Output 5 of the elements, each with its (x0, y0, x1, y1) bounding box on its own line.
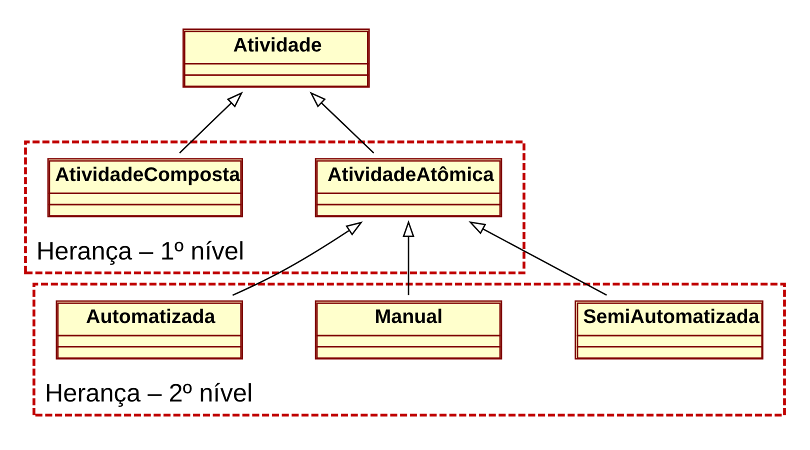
arrow (468, 221, 607, 296)
arrow (179, 92, 244, 154)
arrow (402, 220, 414, 296)
arrow (232, 221, 363, 296)
arrow (310, 92, 374, 154)
